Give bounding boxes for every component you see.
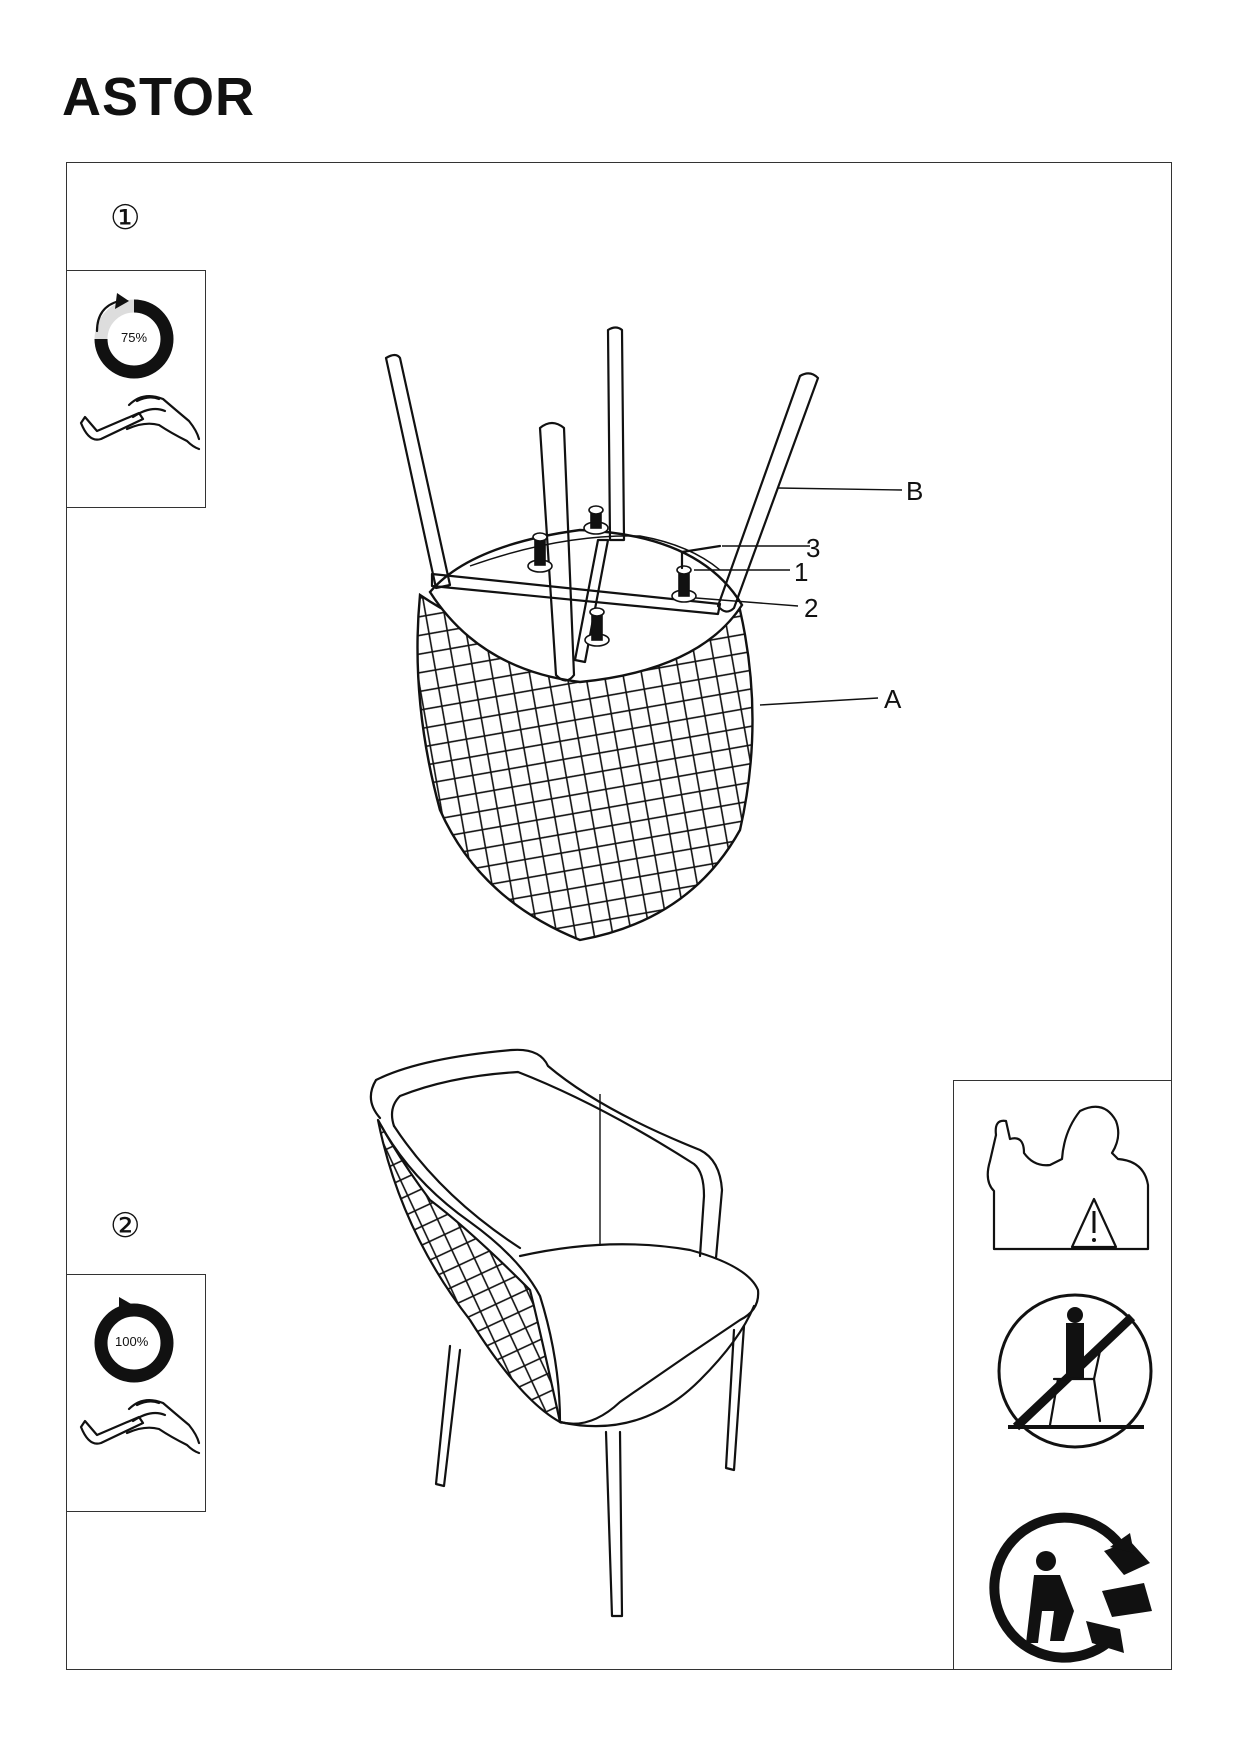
callout-b: B [906,476,924,506]
torque-75-label: 75% [121,330,148,345]
warning-icons-column [953,1080,1172,1670]
step-2-number: ② [110,1206,141,1246]
callout-1: 1 [794,557,809,587]
torque-100-icon [94,1297,174,1383]
instruction-frame [66,162,1172,1670]
callout-2: 2 [804,593,819,623]
step-1-tool-box: 75% [66,270,206,508]
document-title: ASTOR [62,67,256,127]
hand-allen-key-icon [79,394,201,451]
dispose-recycle-icon [989,1512,1152,1663]
callout-3: 3 [806,533,821,563]
step-2-tool-box: 100% [66,1274,206,1512]
torque-75-icon [94,293,174,379]
callout-a: A [884,684,902,714]
person-warning-icon [986,1105,1150,1251]
torque-100-label: 100% [115,1334,149,1349]
hand-allen-key-icon-2 [79,1398,201,1455]
step-1-number: ① [110,198,141,238]
no-standing-on-chair-icon [997,1293,1153,1449]
